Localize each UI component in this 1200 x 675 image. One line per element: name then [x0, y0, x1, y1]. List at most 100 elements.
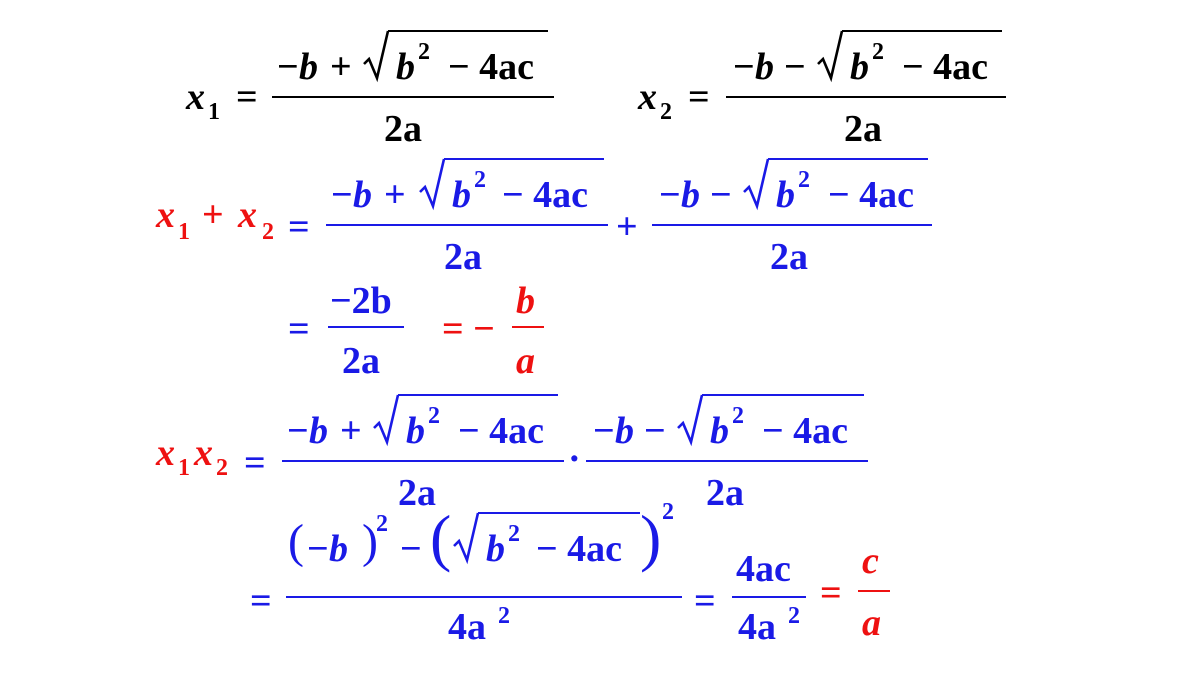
minus-sign: − — [710, 174, 732, 216]
minus-4ac: − 4ac — [762, 410, 849, 452]
fraction-bar — [858, 590, 890, 592]
equals-sign: = — [288, 308, 310, 350]
plus-between-fractions: + — [616, 206, 638, 248]
denominator-2a: 2a — [844, 108, 882, 150]
denominator-2a: 2a — [444, 236, 482, 278]
radical-sign — [363, 30, 390, 83]
plus-sign: + — [330, 46, 352, 88]
open-paren-large: ( — [430, 502, 452, 573]
numerator-minus-b: −b — [732, 46, 775, 88]
fraction-bar — [272, 96, 554, 98]
b-squared-base: b — [486, 528, 505, 570]
minus-4ac: − 4ac — [902, 46, 989, 88]
equals-sign: = — [820, 572, 842, 614]
fraction-bar — [512, 326, 544, 328]
b-squared-base: b — [776, 174, 795, 216]
radical-sign — [677, 394, 704, 447]
denominator-4a: 4a — [448, 606, 486, 648]
squared-exponent: 2 — [788, 603, 800, 629]
x1-subscript: 1 — [208, 99, 220, 125]
x1-symbol: x — [156, 432, 175, 474]
open-paren: ( — [288, 515, 304, 568]
denominator-4a: 4a — [738, 606, 776, 648]
radical-overline — [444, 158, 604, 160]
x2-subscript: 2 — [660, 99, 672, 125]
x1-subscript: 1 — [178, 219, 190, 245]
numerator-minus-b: −b — [658, 174, 701, 216]
minus-4ac: − 4ac — [448, 46, 535, 88]
x2-symbol: x — [194, 432, 213, 474]
equals-sign: = — [688, 76, 710, 118]
b-squared-base: b — [710, 410, 729, 452]
radical-sign — [743, 158, 770, 211]
close-paren: ) — [362, 515, 378, 568]
radical-sign — [419, 158, 446, 211]
fraction-bar — [726, 96, 1006, 98]
equals-sign: = — [244, 442, 266, 484]
plus-sign: + — [340, 410, 362, 452]
minus-b: −b — [306, 528, 349, 570]
minus-sign: − — [400, 528, 422, 570]
fraction-bar — [328, 326, 404, 328]
squared-exponent: 2 — [872, 39, 884, 65]
radical-overline — [398, 394, 558, 396]
denominator-a: a — [862, 602, 881, 644]
fraction-bar — [286, 596, 682, 598]
numerator-minus-b: −b — [286, 410, 329, 452]
equals-minus: = − — [442, 308, 495, 350]
fraction-bar — [326, 224, 608, 226]
denominator-2a: 2a — [398, 472, 436, 514]
minus-4ac: − 4ac — [458, 410, 545, 452]
denominator-2a: 2a — [342, 340, 380, 382]
radical-overline — [702, 394, 864, 396]
squared-exponent: 2 — [662, 499, 674, 525]
x2-subscript: 2 — [262, 219, 274, 245]
radical-sign — [453, 512, 480, 565]
numerator-minus-b: −b — [592, 410, 635, 452]
b-squared-base: b — [406, 410, 425, 452]
b-squared-base: b — [452, 174, 471, 216]
equals-sign: = — [250, 580, 272, 622]
multiplication-dot: · — [568, 438, 581, 480]
denominator-2a: 2a — [770, 236, 808, 278]
radical-sign — [817, 30, 844, 83]
fraction-bar — [282, 460, 564, 462]
equals-sign: = — [694, 580, 716, 622]
minus-4ac: − 4ac — [536, 528, 623, 570]
denominator-a: a — [516, 340, 535, 382]
minus-sign: − — [784, 46, 806, 88]
squared-exponent: 2 — [498, 603, 510, 629]
close-paren-large: ) — [640, 502, 662, 573]
x2-subscript: 2 — [216, 455, 228, 481]
fraction-bar — [652, 224, 932, 226]
b-squared-base: b — [396, 46, 415, 88]
x1-symbol: x — [156, 194, 175, 236]
fraction-bar — [586, 460, 868, 462]
numerator-minus-b: −b — [330, 174, 373, 216]
fraction-bar — [732, 596, 806, 598]
squared-exponent: 2 — [798, 167, 810, 193]
radical-overline — [478, 512, 640, 514]
numerator-c: c — [862, 540, 879, 582]
minus-4ac: − 4ac — [502, 174, 589, 216]
b-squared-base: b — [850, 46, 869, 88]
plus-sign: + — [202, 194, 224, 236]
numerator-b: b — [516, 280, 535, 322]
x2-symbol: x — [638, 76, 657, 118]
numerator-minus-2b: −2b — [330, 280, 392, 322]
squared-exponent: 2 — [732, 403, 744, 429]
radical-sign — [373, 394, 400, 447]
denominator-2a: 2a — [384, 108, 422, 150]
squared-exponent: 2 — [428, 403, 440, 429]
squared-exponent: 2 — [508, 521, 520, 547]
equals-sign: = — [236, 76, 258, 118]
plus-sign: + — [384, 174, 406, 216]
minus-sign: − — [644, 410, 666, 452]
x1-symbol: x — [186, 76, 205, 118]
radical-overline — [388, 30, 548, 32]
squared-exponent: 2 — [474, 167, 486, 193]
equals-sign: = — [288, 206, 310, 248]
numerator-minus-b: −b — [276, 46, 319, 88]
x2-symbol: x — [238, 194, 257, 236]
squared-exponent: 2 — [418, 39, 430, 65]
